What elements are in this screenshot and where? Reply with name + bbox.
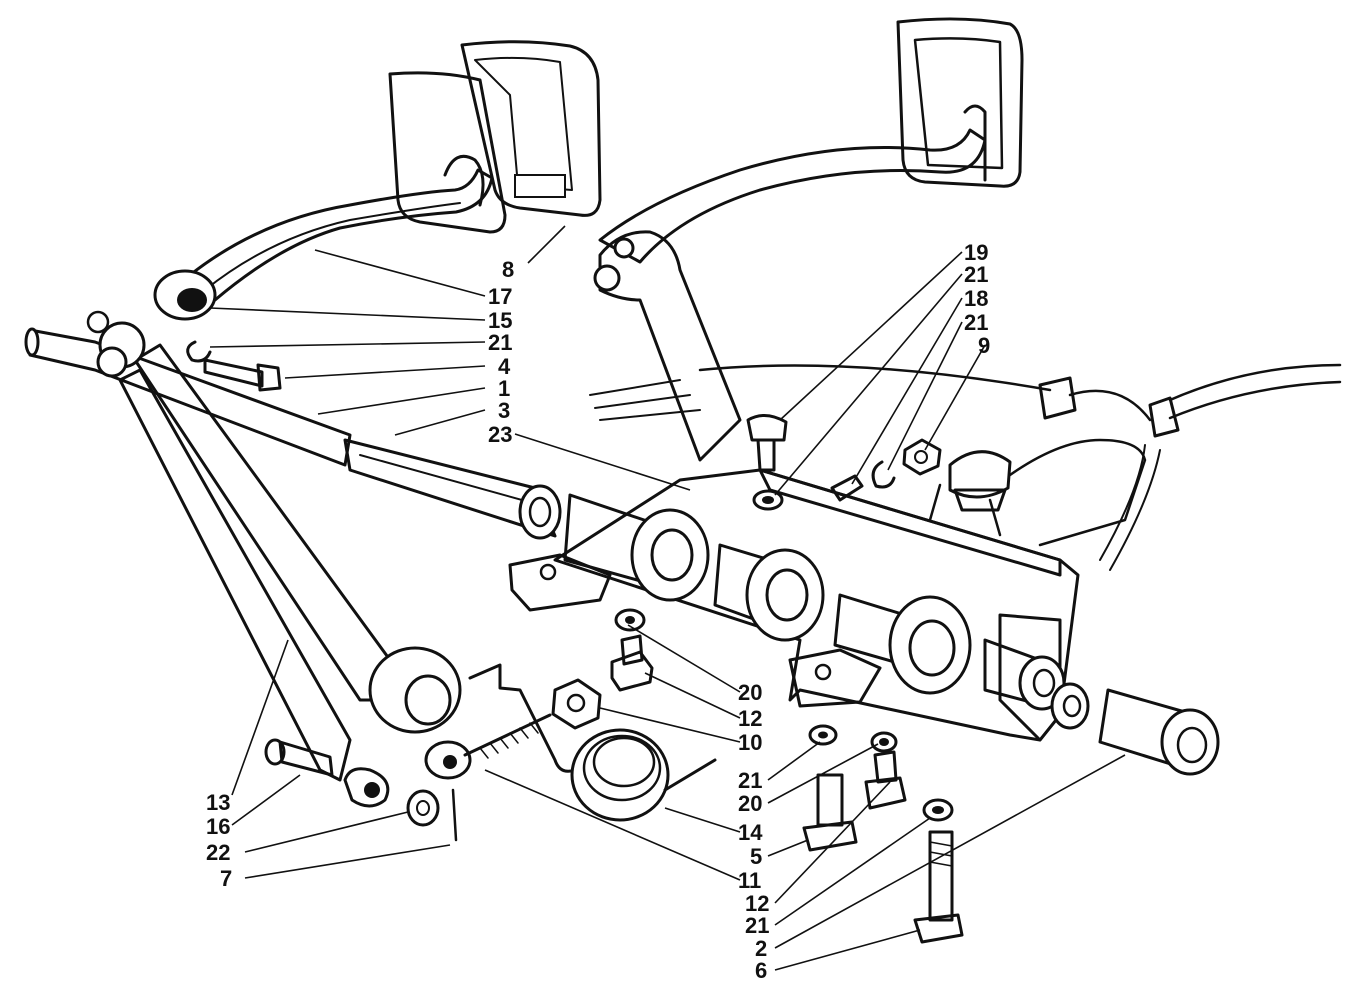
callout-8: 8: [502, 257, 514, 282]
cross-shaft: [24, 327, 352, 467]
callout-23: 23: [488, 422, 512, 447]
callout-6: 6: [755, 958, 767, 983]
spring-wire: [468, 663, 577, 773]
callout-13: 13: [206, 790, 230, 815]
callout-14: 14: [738, 820, 763, 845]
callout-1: 1: [498, 376, 510, 401]
callout-18: 18: [964, 286, 988, 311]
callout-21-a: 21: [488, 330, 512, 355]
main-bracket: [508, 468, 1080, 742]
hydraulic-pipes: [589, 363, 1342, 571]
callout-19: 19: [964, 240, 988, 265]
washer-21-right: [922, 798, 954, 822]
bracket-boss-2: [713, 543, 825, 642]
callout-20-b: 20: [738, 791, 762, 816]
callout-11: 11: [738, 868, 761, 893]
accelerator-pedal-pad: [896, 17, 1024, 188]
accelerator-lever: [593, 230, 742, 462]
circlip-21-top: [871, 460, 896, 489]
callout-labels: 8 17 15 21 4 1 3 23 19 21 18 21 9 20 12 …: [206, 240, 990, 983]
callout-4: 4: [498, 354, 511, 379]
adjuster-20-12-lower: [864, 731, 907, 810]
lever-lower-boss: [343, 646, 462, 808]
pedal-arm-left: [188, 168, 494, 302]
spring-rod-11: [424, 713, 552, 780]
nut-9: [902, 438, 942, 476]
callout-16: 16: [206, 814, 230, 839]
washer-21-lower: [808, 724, 838, 746]
reservoir-cap: [948, 450, 1012, 512]
callout-21-d: 21: [738, 768, 762, 793]
washer-22: [406, 789, 440, 827]
long-bolt-6: [913, 830, 964, 944]
stud-18: [830, 474, 864, 502]
callout-21-e: 21: [745, 913, 769, 938]
bracket-boss-4: [983, 638, 1090, 730]
pin-16: [264, 738, 334, 777]
clutch-pedal-pad: [388, 71, 507, 234]
screw-19: [746, 414, 788, 472]
callout-15: 15: [488, 308, 512, 333]
adjuster-12-upper: [610, 608, 654, 692]
callout-20-a: 20: [738, 680, 762, 705]
callout-12-a: 12: [738, 706, 762, 731]
bracket-boss-1: [563, 493, 710, 602]
callout-7: 7: [220, 866, 232, 891]
shaft-tube: [343, 438, 562, 540]
torsion-spring-14: [570, 728, 717, 822]
callout-5: 5: [750, 844, 762, 869]
bracket-boss-3: [833, 593, 972, 695]
callout-17: 17: [488, 284, 512, 309]
pedal-lever-hatched: [118, 343, 392, 782]
bush-2: [1098, 688, 1220, 776]
split-pin-7: [451, 788, 458, 842]
callout-22: 22: [206, 840, 230, 865]
nut-10: [551, 678, 602, 730]
bolt-4: [203, 358, 282, 392]
leader-lines: [209, 225, 1126, 971]
callout-21-c: 21: [964, 310, 988, 335]
circlip-21-left: [186, 340, 212, 363]
callout-12-b: 12: [745, 891, 769, 916]
callout-21-b: 21: [964, 262, 988, 287]
brake-pedal-pad: [460, 40, 602, 217]
callout-2: 2: [755, 936, 767, 961]
callout-9: 9: [978, 333, 990, 358]
callout-3: 3: [498, 398, 510, 423]
lever-hub: [86, 269, 217, 378]
bolt-5: [802, 773, 858, 852]
callout-10: 10: [738, 730, 762, 755]
pedal-arm-right: [598, 128, 987, 264]
washer-21-top: [752, 489, 784, 511]
